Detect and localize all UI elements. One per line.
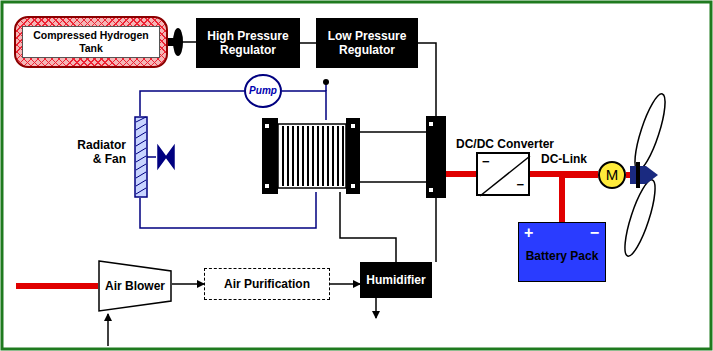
fuel-cell-stack-part-part <box>327 126 329 186</box>
connector-line <box>172 283 204 285</box>
fuel-cell-stack-part <box>262 118 278 194</box>
pump-circle: Pump <box>244 74 282 108</box>
node-label: Compressed Hydrogen Tank <box>22 26 160 57</box>
regulator-box: High Pressure Regulator <box>196 18 300 68</box>
connector-line <box>330 283 360 285</box>
propeller-part <box>629 91 671 173</box>
air-purification: Air Purification <box>204 268 330 300</box>
node-text: Battery Pack <box>519 249 605 263</box>
node-label: Low Pressure Regulator <box>319 29 415 58</box>
node-label: + <box>524 223 533 242</box>
fuel-cell-stack-part <box>265 184 269 188</box>
radiator-fan-outline <box>134 116 182 198</box>
fuel-cell-stack-part <box>429 188 433 192</box>
hydrogen-line-part <box>435 198 437 262</box>
propeller-part <box>636 162 640 188</box>
fuel-cell-stack-part-part <box>322 126 324 186</box>
coolant-loop-part <box>323 79 329 85</box>
air-inlet-part <box>107 314 109 346</box>
hydrogen-line <box>340 43 436 262</box>
fuel-cell-stack-part-part <box>307 126 309 186</box>
fuel-cell-stack-part <box>351 124 355 128</box>
node-label: DC/DC Converter <box>446 137 564 151</box>
propeller-part <box>646 166 658 184</box>
node-label: Humidifier <box>366 273 425 287</box>
connector-line <box>168 41 196 43</box>
coolant-loop-part <box>282 91 326 120</box>
air-inlet-part <box>16 283 98 289</box>
radiator-fan-outline-part <box>147 146 174 168</box>
fuel-cell-stack-part-part <box>282 126 284 186</box>
air-inlet-part <box>375 298 377 318</box>
fuel-cell-stack-part-part <box>337 126 339 186</box>
fuel-cell-stack-part <box>429 122 433 126</box>
connector-line <box>300 42 316 44</box>
hydrogen-line-part <box>340 192 396 262</box>
battery-pack: + − Battery Pack <box>518 222 606 282</box>
fuel-cell-stack-part-part <box>287 126 289 186</box>
propeller-part <box>619 177 661 259</box>
motor-circle: M <box>598 161 626 189</box>
coolant-loop-part <box>140 192 316 228</box>
node-label: Air Purification <box>224 277 310 291</box>
fuel-cell-stack-part-part <box>297 126 299 186</box>
fuel-cell-stack-part <box>426 116 446 198</box>
humidifier-box: Humidifier <box>360 262 432 298</box>
connector-line <box>562 175 598 222</box>
fuel-cell-stack-part <box>351 184 355 188</box>
hydrogen-tank: Compressed Hydrogen Tank <box>14 16 168 68</box>
node-label: Air Blower <box>105 279 165 293</box>
radiator-fan: Radiator & Fan <box>134 116 182 198</box>
node-text: − <box>590 223 599 242</box>
node-text: − <box>516 177 524 193</box>
fuel-cell-stack-part-part <box>332 126 334 186</box>
dc-dc-converter: DC/DC Converter−− <box>476 152 530 196</box>
regulator-box: Low Pressure Regulator <box>316 18 418 68</box>
power-line-part <box>446 171 476 177</box>
radiator-fan-outline-part <box>135 117 147 197</box>
fuel-cell-stack-part <box>346 118 360 194</box>
node-label: Radiator & Fan <box>68 138 126 167</box>
node-label: Pump <box>249 85 277 97</box>
fuel-cell-stack-part-part <box>342 126 344 186</box>
fuel-cell-stack-part <box>283 126 343 186</box>
fuel-cell-stack-part <box>265 124 269 128</box>
fuel-cell-stack <box>262 116 446 198</box>
fuel-cell-stack-part <box>278 124 346 188</box>
air-blower: Air Blower <box>98 260 172 312</box>
fuel-cell-stack-part-part <box>302 126 304 186</box>
fuel-cell-stack-part <box>360 131 426 133</box>
node-label: M <box>606 166 619 184</box>
edge-label: DC-Link <box>539 152 589 166</box>
node-label: High Pressure Regulator <box>199 29 297 58</box>
hydrogen-line-part <box>418 43 436 118</box>
fuel-cell-stack-part-part <box>312 126 314 186</box>
fuel-cell-stack-part <box>360 181 426 183</box>
connector-line <box>140 91 244 116</box>
fuel-cell-stack-part-part <box>292 126 294 186</box>
node-text: − <box>482 154 490 170</box>
air-blower-outline-part <box>99 261 171 311</box>
radiator-fan-outline-part <box>136 117 146 194</box>
coolant-loop-part <box>325 84 327 91</box>
fuel-cell-stack-part-part <box>317 126 319 186</box>
propeller <box>619 91 671 259</box>
